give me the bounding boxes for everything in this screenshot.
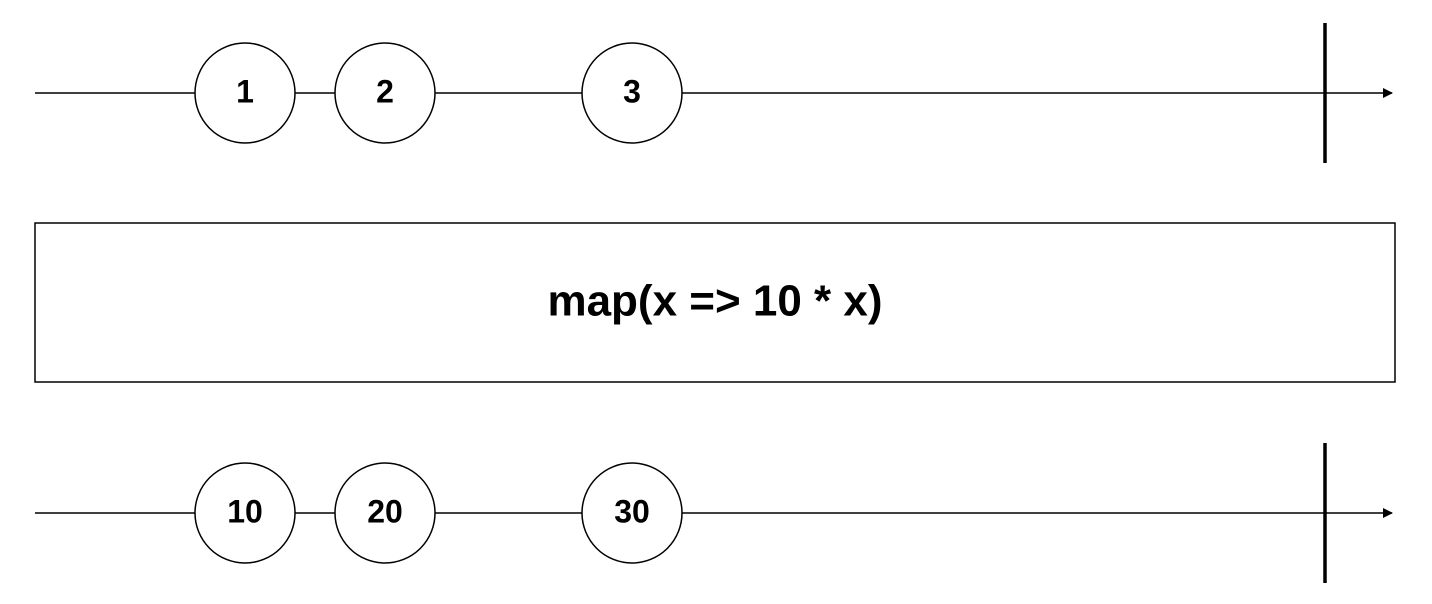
- input-marble-value: 2: [376, 73, 394, 109]
- input-marble-value: 3: [623, 73, 641, 109]
- input-marble: 2: [334, 42, 436, 144]
- output-marble-value: 10: [227, 493, 263, 529]
- operator-box: map(x => 10 * x): [34, 222, 1396, 383]
- output-stream: 10 20 30: [35, 443, 1393, 583]
- operator-box-frame: [34, 222, 1396, 383]
- input-stream: 1 2 3: [35, 23, 1393, 163]
- input-marble-circle: [194, 42, 296, 144]
- output-marble: 10: [194, 462, 296, 564]
- output-marble: 30: [581, 462, 683, 564]
- operator-label: map(x => 10 * x): [547, 277, 882, 326]
- output-marble-circle: [334, 462, 436, 564]
- input-marble: 3: [581, 42, 683, 144]
- output-marble: 20: [334, 462, 436, 564]
- input-marble: 1: [194, 42, 296, 144]
- output-marble-circle: [194, 462, 296, 564]
- output-marble-value: 30: [614, 493, 650, 529]
- input-marble-circle: [334, 42, 436, 144]
- output-marble-circle: [581, 462, 683, 564]
- input-marble-circle: [581, 42, 683, 144]
- output-marble-value: 20: [367, 493, 403, 529]
- input-marble-value: 1: [236, 73, 254, 109]
